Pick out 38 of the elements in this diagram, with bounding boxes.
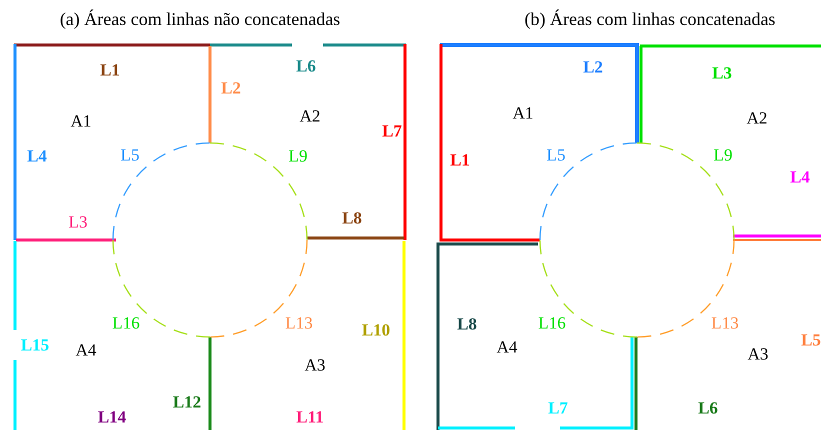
line-label: L2 <box>583 58 603 76</box>
line-label: L4 <box>27 148 47 164</box>
line-label: L3 <box>68 214 88 230</box>
line-label: L8 <box>457 316 477 332</box>
line-label: L13 <box>711 314 739 332</box>
area-label: A3 <box>304 356 326 374</box>
line-label: L2 <box>221 80 241 96</box>
line-label: L13 <box>285 314 313 332</box>
area-label: A2 <box>300 108 320 124</box>
panel-title: (a) Áreas com linhas não concatenadas <box>60 10 340 28</box>
line-label: L11 <box>296 408 324 426</box>
line-label: L5 <box>120 146 140 164</box>
line-label: L10 <box>362 322 390 338</box>
line-label: L16 <box>112 314 140 332</box>
line-label: L6 <box>698 400 718 416</box>
area-label: A4 <box>496 338 518 356</box>
area-label: A2 <box>746 110 768 126</box>
line-label: L4 <box>790 168 810 186</box>
line-label: L7 <box>548 400 568 416</box>
area-label: A4 <box>76 342 96 358</box>
line-label: L9 <box>288 148 308 164</box>
line-label: L7 <box>382 122 402 140</box>
line-label: L16 <box>538 314 566 332</box>
line-label: L1 <box>450 152 470 168</box>
line-label: L5 <box>546 146 566 164</box>
area-label: A1 <box>512 104 534 122</box>
line-label: L1 <box>100 62 120 78</box>
line-label: L12 <box>172 394 202 410</box>
line-label: L9 <box>714 146 732 164</box>
panel-title: (b) Áreas com linhas concatenadas <box>524 10 776 28</box>
line-label: L8 <box>342 210 362 226</box>
line-label: L5 <box>801 332 821 348</box>
line-label: L3 <box>712 64 732 82</box>
line-label: L14 <box>98 408 126 426</box>
line-label: L6 <box>296 58 316 74</box>
area-label: A3 <box>748 346 768 362</box>
area-label: A1 <box>70 112 92 130</box>
line-label: L15 <box>20 336 50 354</box>
